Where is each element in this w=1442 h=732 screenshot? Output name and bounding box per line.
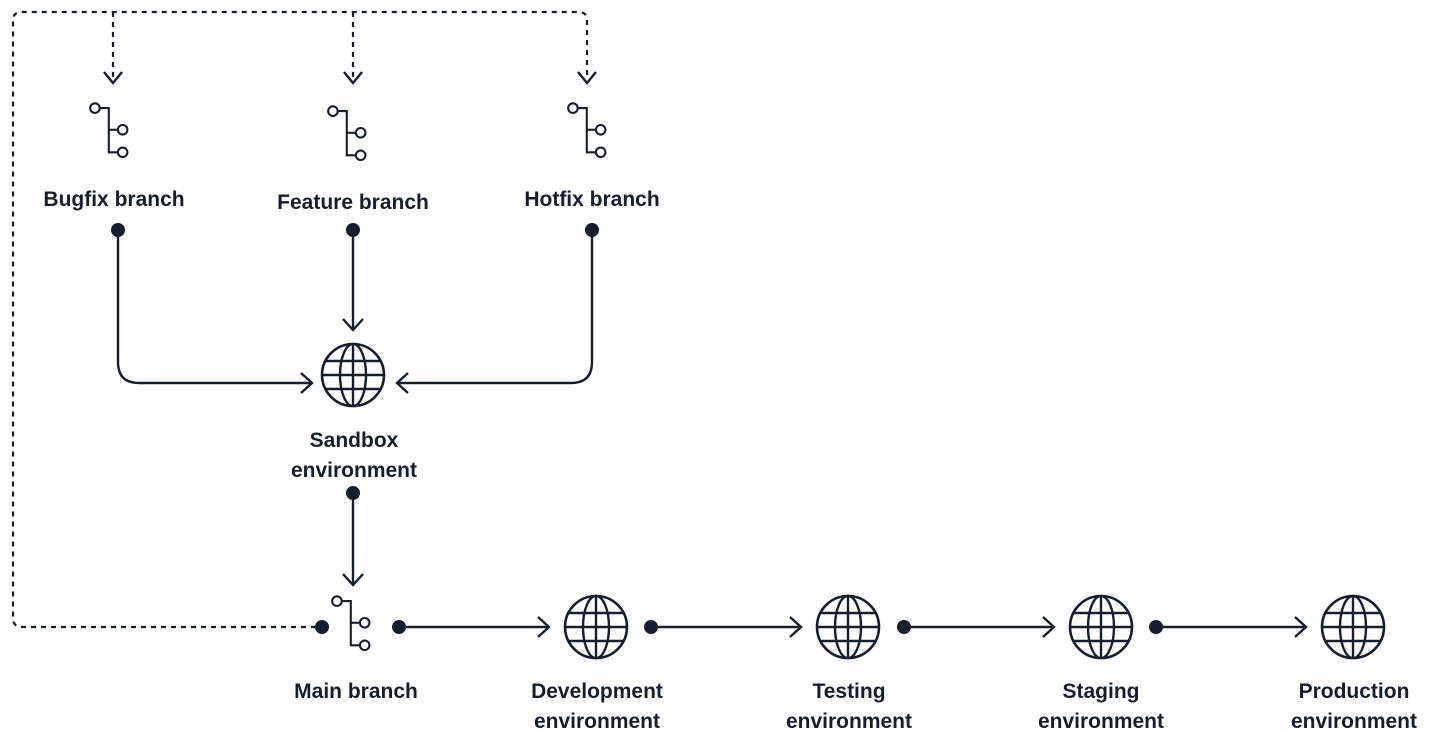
sandbox-label-line1: Sandbox: [310, 429, 399, 452]
development-label-line1: Development: [531, 680, 663, 703]
testing-label-line1: Testing: [812, 680, 885, 703]
testing-globe-icon: [815, 594, 881, 660]
production-label-line2: environment: [1291, 710, 1417, 732]
main-branch-label: Main branch: [294, 680, 418, 703]
feedback-loop-connector: [11, 10, 597, 629]
development-globe-icon: [563, 594, 629, 660]
sandbox-globe-icon: [320, 342, 386, 408]
bugfix-branch-label: Bugfix branch: [43, 188, 184, 211]
branches-to-sandbox-connectors: [111, 223, 599, 394]
hotfix-branch-icon: [567, 102, 607, 159]
staging-label-line2: environment: [1038, 710, 1164, 732]
pipeline-connectors: [392, 616, 1308, 638]
production-globe-icon: [1320, 594, 1386, 660]
testing-label-line2: environment: [786, 710, 912, 732]
main-branch-feedback-dot: [315, 620, 329, 634]
production-label-line1: Production: [1299, 680, 1410, 703]
sandbox-to-main-connector: [342, 486, 364, 587]
development-label-line2: environment: [534, 710, 660, 732]
sandbox-label-line2: environment: [291, 459, 417, 482]
staging-globe-icon: [1068, 594, 1134, 660]
hotfix-branch-label: Hotfix branch: [524, 188, 659, 211]
bugfix-branch-icon: [89, 102, 129, 159]
feature-branch-icon: [327, 105, 367, 162]
feature-branch-label: Feature branch: [277, 191, 429, 214]
staging-label-line1: Staging: [1063, 680, 1140, 703]
main-branch-icon: [331, 595, 371, 652]
